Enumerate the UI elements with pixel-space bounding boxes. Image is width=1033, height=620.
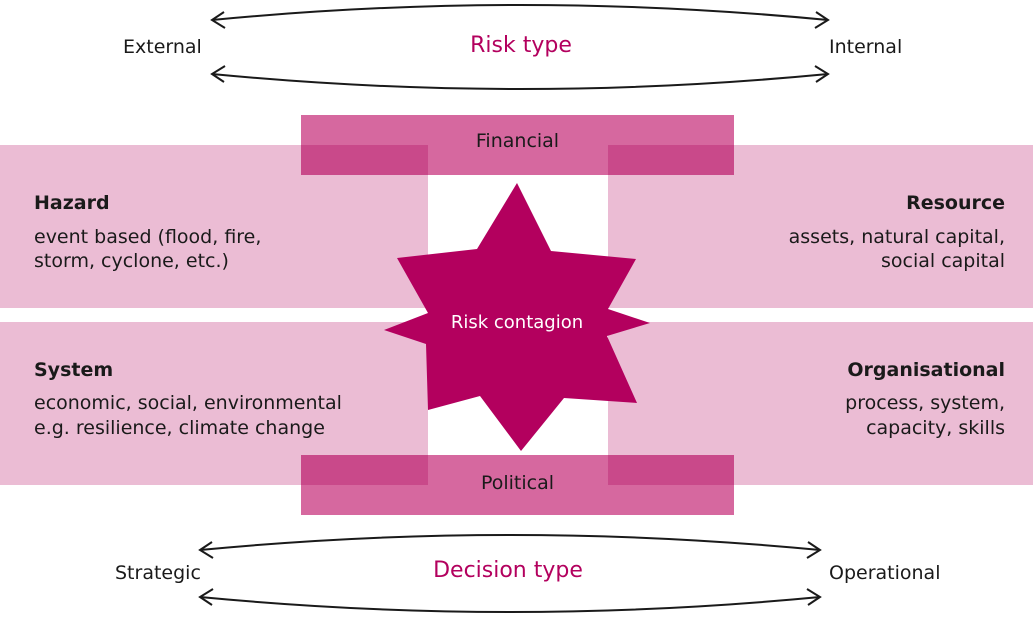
overlap-fin-left [301,145,428,175]
hazard-line-2: storm, cyclone, etc.) [34,250,229,272]
risk-type-arrows [210,4,830,90]
system-line-2: e.g. resilience, climate change [34,417,325,439]
risk-contagion-label: Risk contagion [450,312,584,333]
overlap-fin-right [608,145,734,175]
organisational-line-1: process, system, [845,392,1005,414]
risk-axis-right-label: Internal [829,36,903,58]
hazard-line-1: event based (flood, fire, [34,226,262,248]
hazard-title: Hazard [34,192,110,214]
decision-axis-right-label: Operational [829,562,941,584]
system-title: System [34,359,114,381]
organisational-title: Organisational [847,359,1005,381]
decision-axis-left-label: Strategic [115,562,201,584]
resource-title: Resource [906,192,1005,214]
risk-axis-left-label: External [123,36,202,58]
overlap-pol-right [608,455,734,485]
organisational-line-2: capacity, skills [866,417,1005,439]
system-line-1: economic, social, environmental [34,392,342,414]
resource-line-2: social capital [880,250,1005,272]
political-label: Political [480,472,555,494]
decision-type-arrows [198,534,822,613]
risk-axis-title: Risk type [470,33,572,58]
resource-line-1: assets, natural capital, [788,226,1005,248]
starburst-icon [384,183,650,451]
financial-label: Financial [475,130,560,152]
overlap-pol-left [301,455,428,485]
decision-axis-title: Decision type [433,558,583,583]
